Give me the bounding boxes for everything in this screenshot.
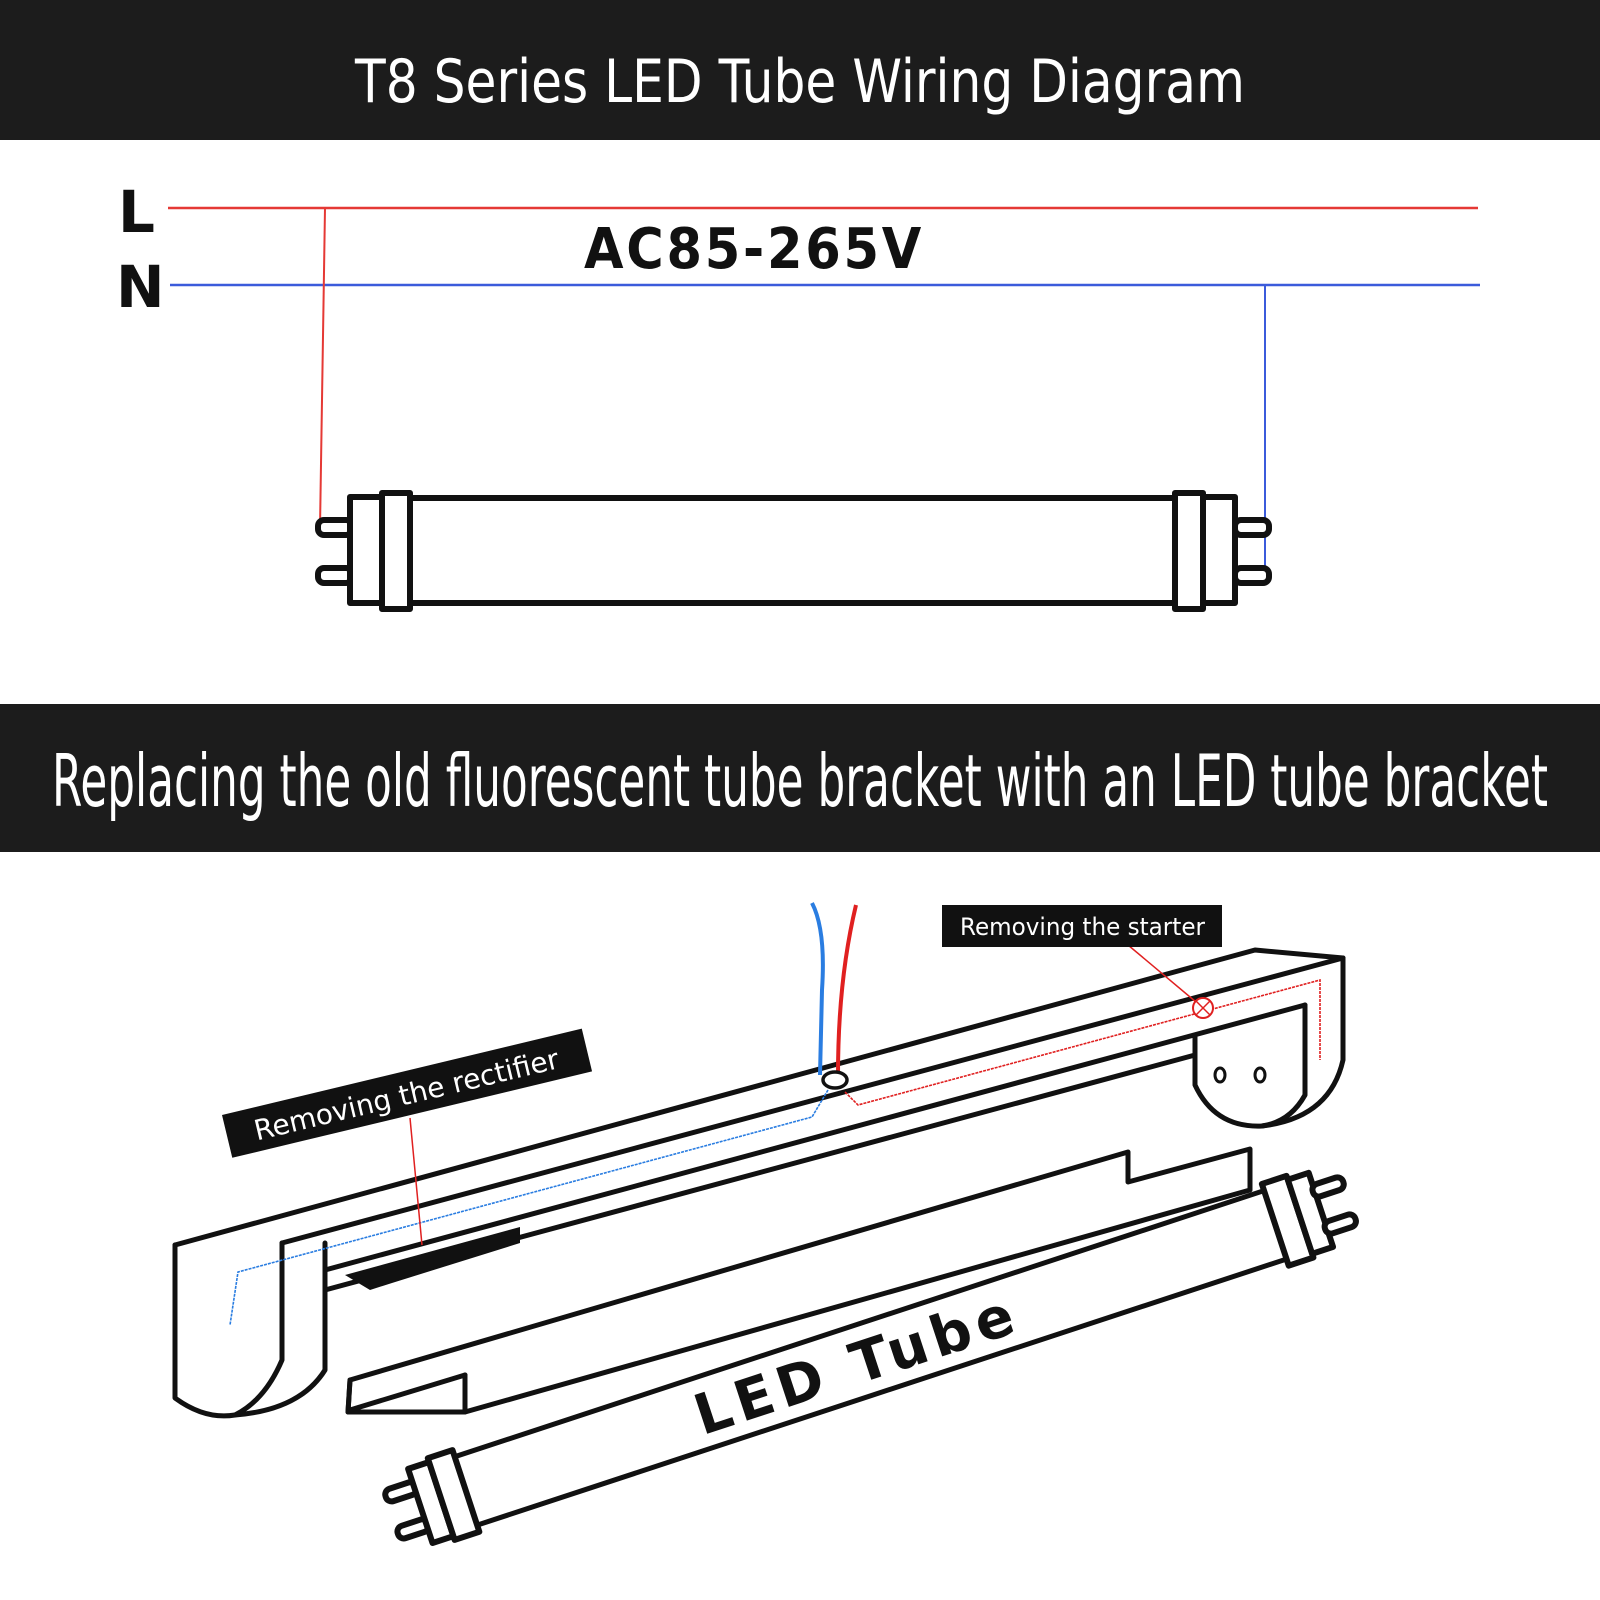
- neutral-feed-wire: [810, 902, 825, 1076]
- live-feed-wire: [836, 904, 858, 1076]
- starter-callout: Removing the starter: [942, 905, 1222, 947]
- internal-live-wire: [844, 978, 1321, 1106]
- pin-icon: [1232, 565, 1272, 586]
- section-band: [0, 704, 1600, 852]
- fixture-illustration: Removing the rectifier Removing the star…: [172, 902, 1359, 1546]
- rectifier-callout: Removing the rectifier: [221, 1028, 593, 1158]
- voltage-label: AC85-265V: [584, 217, 924, 282]
- rectifier-leader: [409, 1117, 423, 1246]
- pin-icon: [1321, 1211, 1359, 1237]
- led-tube: LED Tube: [382, 1169, 1359, 1546]
- wiring-schematic: L N AC85-265V: [116, 178, 1480, 612]
- starter-removed-icon: [1192, 997, 1214, 1019]
- page-title: T8 Series LED Tube Wiring Diagram: [354, 47, 1245, 117]
- rectifier-label: Removing the rectifier: [251, 1042, 563, 1147]
- header-band: [0, 0, 1600, 140]
- pin-icon: [315, 565, 355, 586]
- live-drop-wire: [319, 207, 326, 529]
- fixture-housing: [172, 947, 1346, 1419]
- live-label: L: [118, 178, 155, 246]
- cable-entry-hole: [821, 1070, 849, 1090]
- socket-hole: [1253, 1066, 1267, 1084]
- pin-icon: [1309, 1174, 1347, 1200]
- led-tube-schematic: [315, 490, 1272, 612]
- starter-leader: [1127, 944, 1197, 1003]
- socket-hole: [1213, 1066, 1227, 1084]
- rectifier-shape: [345, 1227, 520, 1290]
- internal-neutral-wire: [229, 1089, 829, 1326]
- section-title: Replacing the old fluorescent tube brack…: [52, 739, 1548, 823]
- starter-label: Removing the starter: [960, 913, 1205, 941]
- pin-icon: [1232, 517, 1272, 538]
- diffuser-strip: [345, 1146, 1253, 1415]
- pin-icon: [315, 517, 355, 538]
- neutral-label: N: [116, 253, 165, 321]
